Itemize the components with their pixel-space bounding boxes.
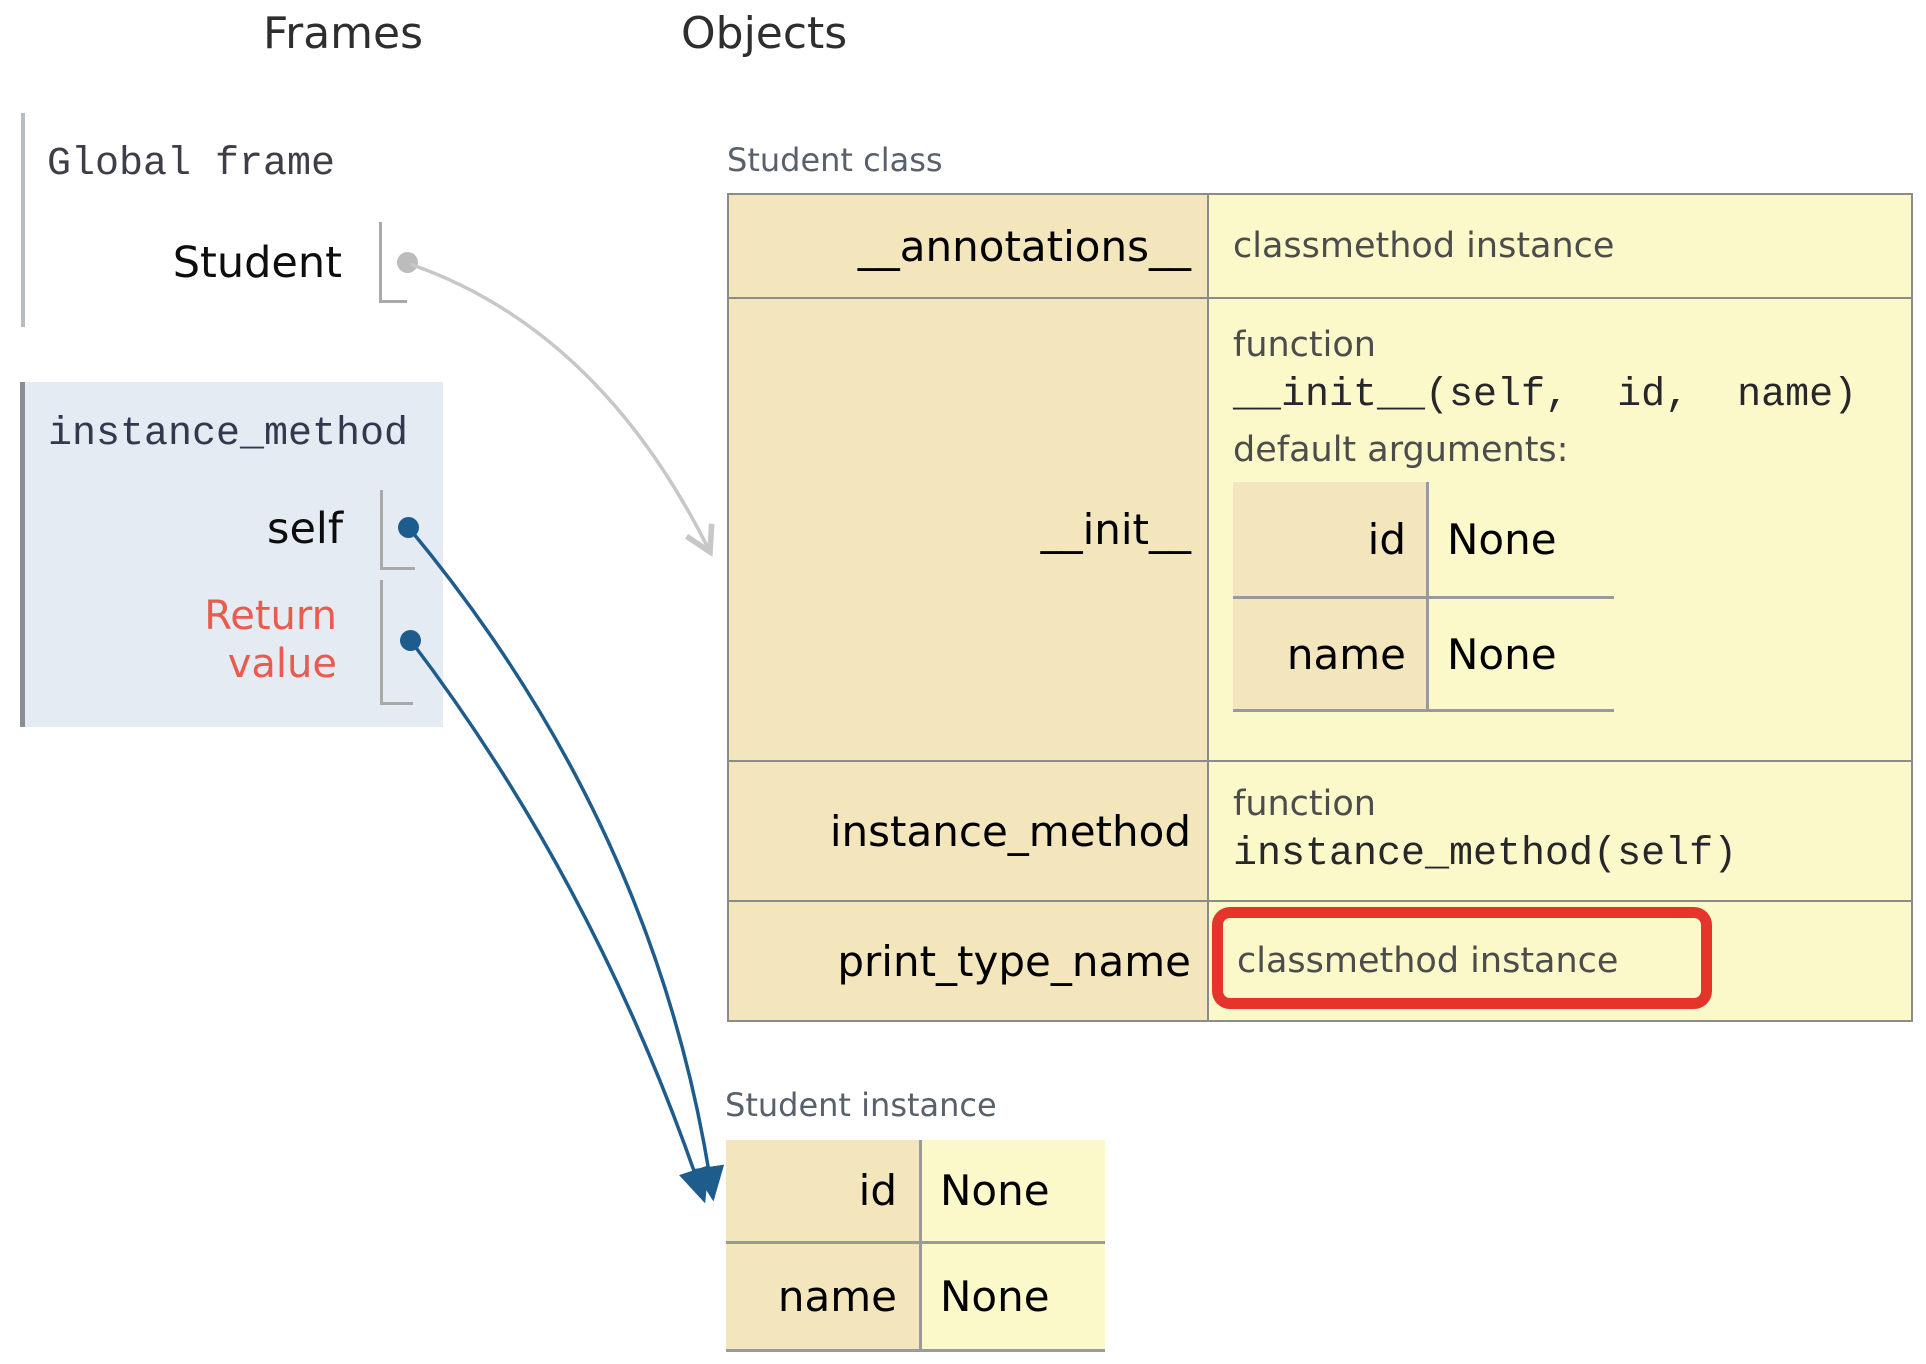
default-arg-name: name (1233, 599, 1429, 712)
instance-field-name: name (726, 1244, 922, 1352)
student-instance-title: Student instance (725, 1086, 997, 1124)
print-type-name-value-wrap: classmethod instance (1209, 902, 1911, 1020)
return-pointer-dot (400, 630, 421, 651)
global-frame-label: Global frame (47, 142, 336, 187)
row-key-annotations: __annotations__ (729, 195, 1209, 297)
return-value-label: Return value (204, 593, 337, 687)
return-bracket-foot (380, 702, 413, 705)
default-arg-value: None (1429, 482, 1614, 599)
row-value-init: function __init__(self, id, name) defaul… (1209, 299, 1911, 760)
table-row-instance-method: instance_method function instance_method… (729, 762, 1911, 902)
objects-header: Objects (681, 8, 848, 59)
annotations-value-text: classmethod instance (1233, 226, 1615, 266)
student-class-title: Student class (727, 141, 943, 179)
print-type-name-value-text: classmethod instance (1237, 941, 1619, 981)
return-to-instance-arrow (409, 639, 709, 1204)
init-signature: __init__(self, id, name) (1233, 373, 1858, 418)
row-value-instance-method: function instance_method(self) (1209, 762, 1911, 900)
self-pointer-dot (398, 517, 419, 538)
global-frame-bar (21, 113, 25, 327)
student-class-table: __annotations__ classmethod instance __i… (727, 193, 1913, 1022)
row-value-annotations: classmethod instance (1209, 195, 1911, 297)
student-instance-table: id None name None (726, 1140, 1105, 1352)
instance-method-frame (20, 382, 443, 727)
student-to-class-arrow (409, 262, 715, 558)
instance-method-frame-bar (20, 382, 25, 727)
variable-self: self (267, 504, 343, 554)
self-to-instance-arrow (407, 526, 725, 1202)
row-key-init: __init__ (729, 299, 1209, 760)
student-bracket-foot (379, 300, 407, 303)
default-arg-value: None (1429, 599, 1614, 712)
instance-method-type-label: function (1233, 784, 1376, 824)
instance-field-value: None (922, 1140, 1105, 1244)
student-bracket (379, 222, 382, 302)
instance-field-value: None (922, 1244, 1105, 1352)
init-type-label: function (1233, 325, 1376, 365)
default-arg-row-id: id None (1233, 482, 1614, 599)
variable-student: Student (172, 238, 342, 288)
table-row-print-type-name: print_type_name classmethod instance (729, 902, 1911, 1020)
instance-method-signature: instance_method(self) (1233, 832, 1738, 877)
instance-field-name: id (726, 1140, 922, 1244)
row-key-print-type-name: print_type_name (729, 902, 1209, 1020)
row-value-print-type-name: classmethod instance (1209, 902, 1911, 1020)
default-arguments-label: default arguments: (1233, 430, 1569, 470)
instance-field-row-id: id None (726, 1140, 1105, 1244)
self-bracket-foot (380, 567, 415, 570)
student-pointer-dot (397, 252, 418, 273)
row-key-instance-method: instance_method (729, 762, 1209, 900)
instance-field-row-name: name None (726, 1244, 1105, 1352)
table-row-init: __init__ function __init__(self, id, nam… (729, 299, 1911, 762)
table-row-annotations: __annotations__ classmethod instance (729, 195, 1911, 299)
frames-header: Frames (263, 8, 424, 59)
default-arguments-table: id None name None (1233, 482, 1614, 712)
return-bracket (380, 580, 383, 704)
self-bracket (380, 490, 383, 569)
default-arg-name: id (1233, 482, 1429, 599)
highlight-box (1212, 907, 1712, 1009)
default-arg-row-name: name None (1233, 599, 1614, 712)
instance-method-frame-label: instance_method (48, 412, 409, 457)
